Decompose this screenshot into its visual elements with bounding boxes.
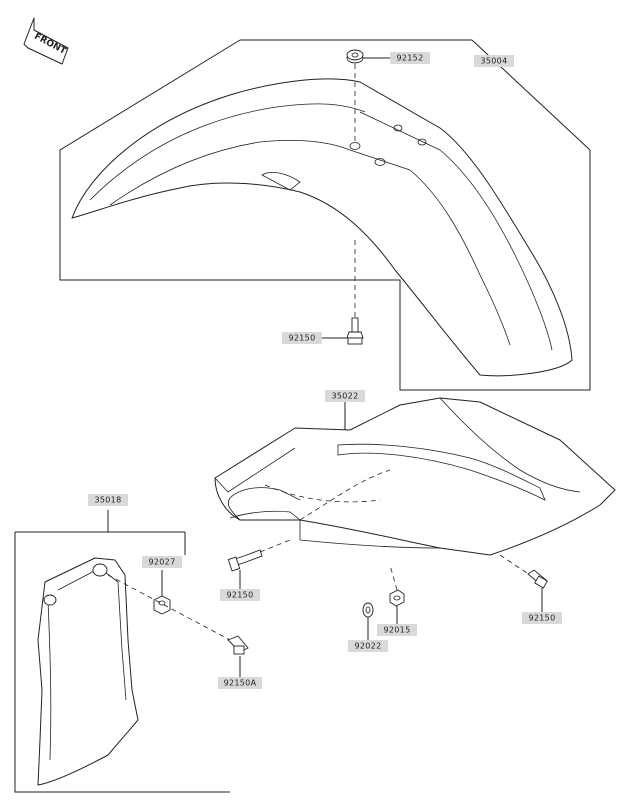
rear-fender-part — [214, 397, 616, 556]
svg-text:92150A: 92150A — [224, 679, 257, 688]
label-35022: 35022 — [325, 390, 365, 402]
svg-text:35018: 35018 — [95, 496, 122, 505]
label-35018: 35018 — [88, 494, 128, 506]
washer-92022 — [362, 602, 374, 618]
bolt-92150-top — [346, 317, 364, 345]
label-92150-right: 92150 — [522, 612, 562, 624]
front-fender-part — [71, 78, 573, 377]
label-92022: 92022 — [348, 640, 388, 652]
svg-text:92150: 92150 — [529, 614, 556, 623]
fork-guard-part — [37, 557, 139, 786]
label-92150-left: 92150 — [220, 589, 260, 601]
bolt-92150-right — [527, 569, 548, 589]
label-35004: 35004 — [474, 55, 514, 67]
label-92027: 92027 — [142, 556, 182, 568]
label-92015: 92015 — [377, 624, 417, 636]
front-arrow-icon: FRONT — [23, 17, 69, 65]
svg-text:92015: 92015 — [384, 626, 411, 635]
svg-text:35004: 35004 — [481, 57, 508, 66]
fork-guard-frame — [14, 532, 230, 793]
label-92152: 92152 — [390, 52, 430, 64]
nut-92015 — [389, 589, 405, 607]
front-fender-frame — [59, 39, 591, 391]
svg-text:92152: 92152 — [397, 54, 424, 63]
bolt-92150a — [227, 635, 249, 655]
svg-text:92022: 92022 — [355, 642, 382, 651]
svg-text:92150: 92150 — [227, 591, 254, 600]
label-92150-top: 92150 — [282, 332, 322, 344]
svg-text:92027: 92027 — [149, 558, 176, 567]
svg-text:92150: 92150 — [289, 334, 316, 343]
collar-92027 — [153, 595, 171, 615]
label-92150a: 92150A — [218, 677, 262, 689]
bolt-92150-left — [227, 549, 263, 572]
svg-text:35022: 35022 — [332, 392, 359, 401]
washer-92152 — [346, 49, 364, 64]
